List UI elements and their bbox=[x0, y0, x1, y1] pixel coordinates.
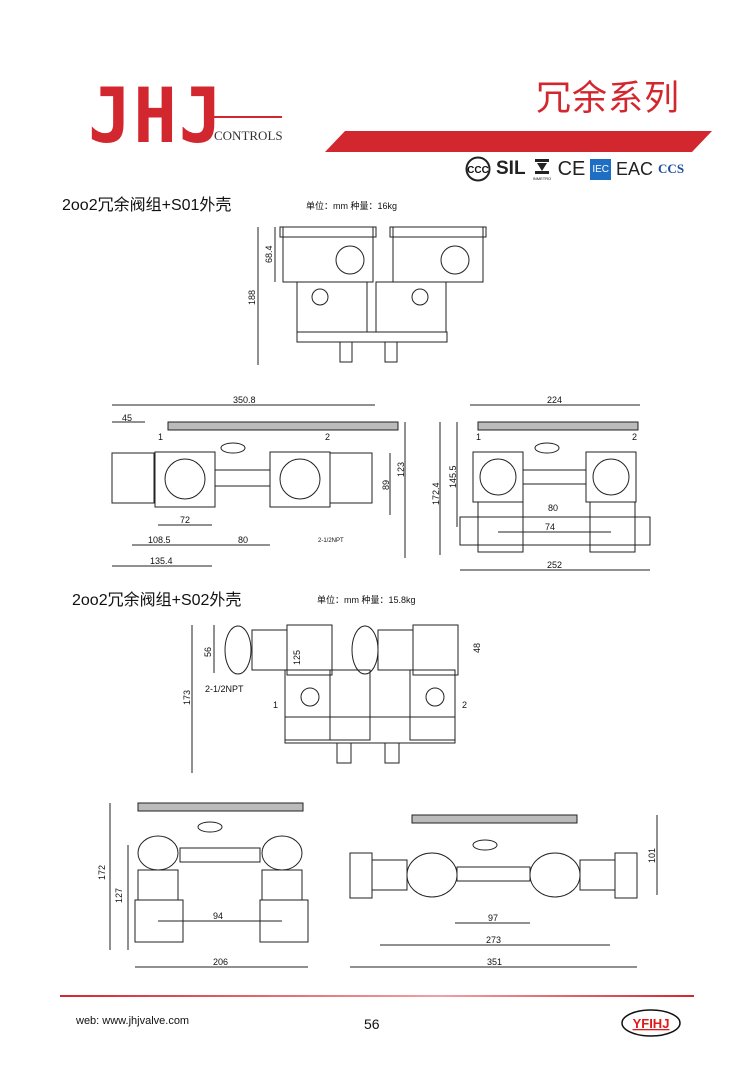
dim-74: 74 bbox=[545, 522, 555, 532]
dim-351: 351 bbox=[487, 957, 502, 967]
section1-end-view: 224 1 2 172.4 145.5 80 74 252 bbox=[431, 395, 651, 571]
brand-logo: JHJ bbox=[88, 71, 225, 160]
section2-title: 2oo2冗余阀组+S02外壳 bbox=[72, 592, 242, 609]
certification-logos: CCC SIL INMETRO CE IEC EAC CCS bbox=[465, 156, 684, 182]
footer-logo: YFIHJ bbox=[621, 1009, 681, 1037]
end-mark-2: 2 bbox=[632, 432, 637, 442]
page-number: 56 bbox=[364, 1016, 380, 1032]
section1-unit-weight: 单位：mm 种量：16kg bbox=[306, 201, 398, 211]
footer-logo-text: YFIHJ bbox=[633, 1016, 670, 1031]
inmetro-cert-icon: INMETRO bbox=[532, 159, 551, 181]
dim-89: 89 bbox=[381, 480, 391, 490]
ce-cert: CE bbox=[557, 157, 586, 180]
dim-127: 127 bbox=[114, 888, 124, 903]
section2-drawings: 56 173 125 48 2-1/2NPT 1 2 172 127 94 20… bbox=[97, 624, 658, 968]
section2-side-view: 56 173 125 48 2-1/2NPT 1 2 bbox=[182, 624, 482, 773]
footer-divider bbox=[60, 995, 694, 997]
port-size-s02: 2-1/2NPT bbox=[205, 684, 244, 694]
dim-56: 56 bbox=[203, 647, 213, 657]
dim-224: 224 bbox=[547, 395, 562, 405]
section2-unit-weight: 单位：mm 种量：15.8kg bbox=[317, 595, 416, 605]
section2-front-view: 101 97 273 351 bbox=[349, 814, 658, 968]
header-red-banner bbox=[325, 131, 712, 152]
eac-cert: EAC bbox=[616, 158, 654, 179]
iec-cert: IEC bbox=[590, 158, 612, 180]
svg-text:CCC: CCC bbox=[467, 165, 489, 176]
section1-drawings: 68.4 188 350.8 45 1 2 123 89 72 108.5 80… bbox=[111, 226, 651, 571]
dim-206: 206 bbox=[213, 957, 228, 967]
sil-cert: SIL bbox=[496, 158, 526, 179]
dim-45: 45 bbox=[122, 413, 132, 423]
section1-front-view: 350.8 45 1 2 123 89 72 108.5 80 2-1/2NPT… bbox=[111, 395, 406, 567]
dim-252: 252 bbox=[547, 560, 562, 570]
dim-188: 188 bbox=[247, 290, 257, 305]
mark-1: 1 bbox=[158, 432, 163, 442]
dim-68-4: 68.4 bbox=[264, 245, 274, 263]
dim-101: 101 bbox=[647, 848, 657, 863]
dim-173: 173 bbox=[182, 690, 192, 705]
dim-172-4: 172.4 bbox=[431, 482, 441, 505]
dim-123: 123 bbox=[396, 462, 406, 477]
section2-end-view: 172 127 94 206 bbox=[97, 802, 309, 968]
dim-72: 72 bbox=[180, 515, 190, 525]
dim-125: 125 bbox=[292, 650, 302, 665]
end-mark-1: 1 bbox=[476, 432, 481, 442]
website-link[interactable]: web: www.jhjvalve.com bbox=[76, 1015, 190, 1027]
dim-80: 80 bbox=[238, 535, 248, 545]
brand-subtitle: CONTROLS bbox=[214, 128, 283, 143]
dim-80-end: 80 bbox=[548, 503, 558, 513]
page-title: 冗余系列 bbox=[536, 79, 681, 119]
logo-divider bbox=[213, 116, 282, 118]
dim-135-4: 135.4 bbox=[150, 556, 173, 566]
dim-145-5: 145.5 bbox=[448, 465, 458, 488]
svg-text:INMETRO: INMETRO bbox=[532, 176, 550, 181]
dim-48: 48 bbox=[472, 643, 482, 653]
dim-97: 97 bbox=[488, 913, 498, 923]
dim-273: 273 bbox=[486, 935, 501, 945]
dim-350-8: 350.8 bbox=[233, 395, 256, 405]
s02-mark-2: 2 bbox=[462, 700, 467, 710]
s02-mark-1: 1 bbox=[273, 700, 278, 710]
ccc-cert-icon: CCC bbox=[465, 156, 491, 182]
dim-108-5: 108.5 bbox=[148, 535, 171, 545]
ccs-cert: CCS bbox=[658, 161, 685, 176]
port-size: 2-1/2NPT bbox=[318, 538, 344, 544]
section1-title: 2oo2冗余阀组+S01外壳 bbox=[62, 197, 232, 214]
mark-2: 2 bbox=[325, 432, 330, 442]
dim-94: 94 bbox=[213, 911, 223, 921]
dim-172: 172 bbox=[97, 865, 107, 880]
section1-side-view: 68.4 188 bbox=[247, 226, 487, 365]
